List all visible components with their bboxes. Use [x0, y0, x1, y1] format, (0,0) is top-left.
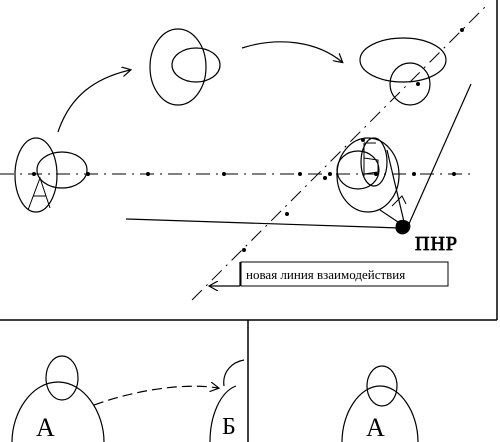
figure-top-middle	[149, 28, 221, 106]
pnr-blob	[395, 219, 411, 235]
figure-bottom-middle-b	[209, 359, 245, 442]
figure-top-right	[359, 37, 447, 106]
label-a-bottom-right: А	[366, 413, 385, 442]
label-a-bottom-left: А	[36, 413, 55, 442]
diagonal-axis	[191, 3, 489, 301]
convergence-lines	[125, 83, 472, 235]
figure-bottom-left-a	[11, 355, 105, 442]
figure-left-a	[14, 137, 88, 213]
horizontal-axis	[0, 172, 470, 176]
curved-arrow-right	[241, 41, 342, 62]
figure-bottom-right-a	[341, 365, 419, 442]
interaction-line-bracket	[210, 261, 449, 286]
pnr-label: ПНР	[415, 233, 458, 255]
curved-arrow-up	[57, 70, 130, 133]
interaction-line-label: новая линия взаимодействия	[246, 267, 405, 282]
figure-middle-b	[336, 137, 400, 213]
label-b-bottom-middle: Б	[222, 414, 236, 440]
dashed-arrow-bottom	[93, 386, 218, 406]
